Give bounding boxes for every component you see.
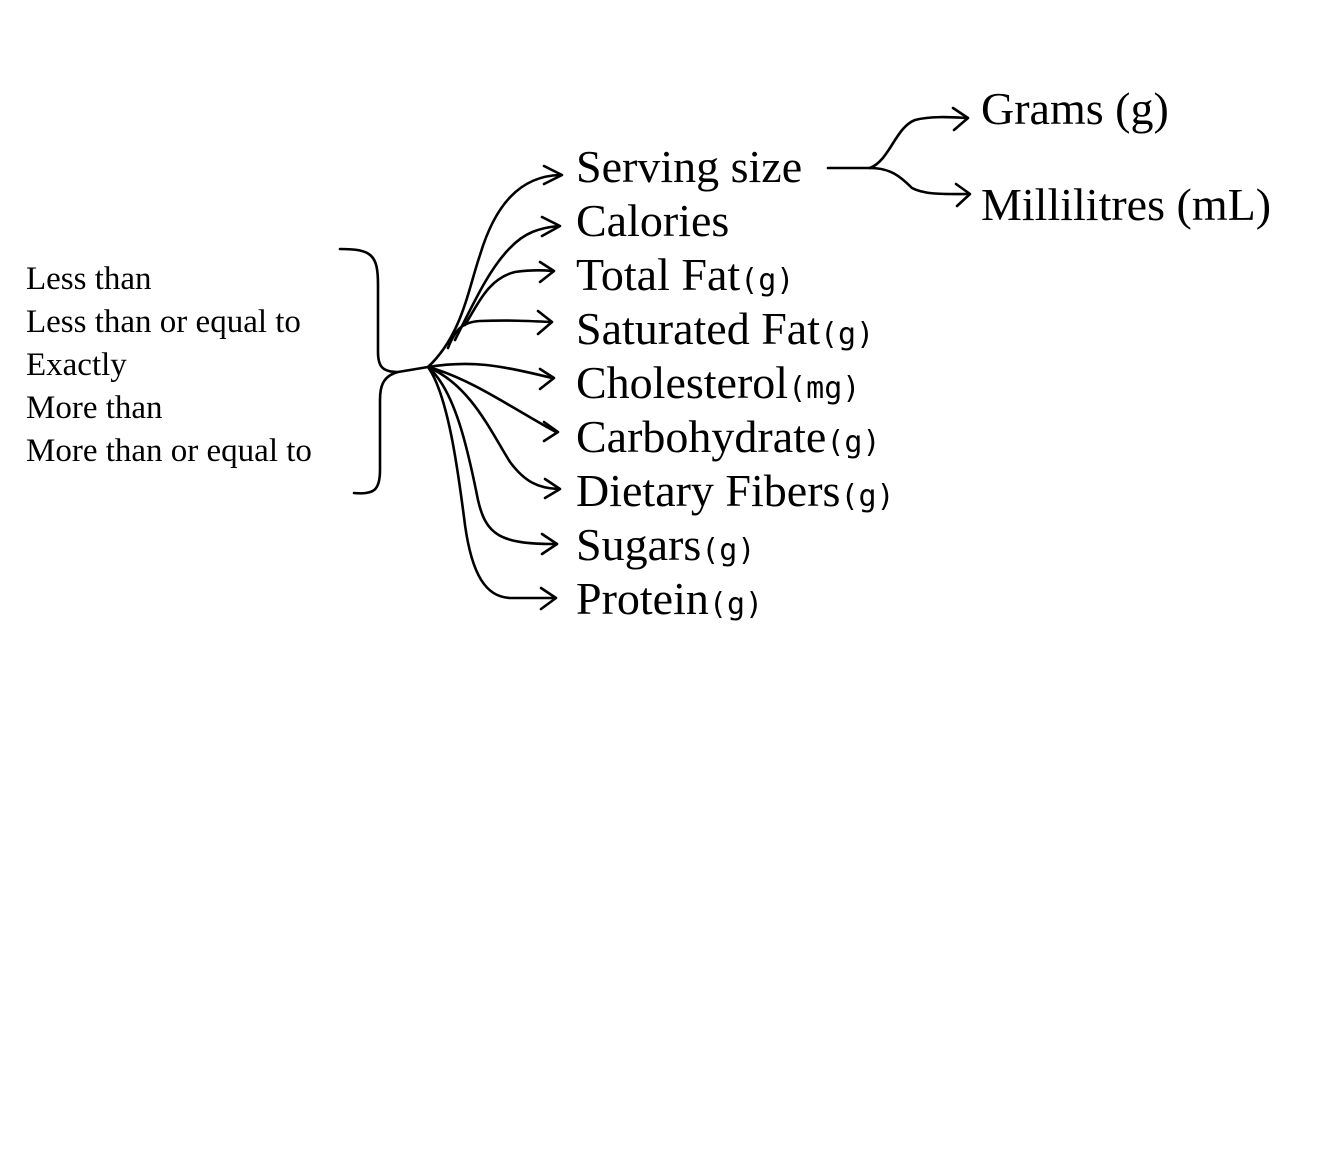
arrowhead-icon bbox=[538, 260, 556, 284]
nutrient-connectors bbox=[426, 173, 562, 600]
nutrient-label: Total Fat(g) bbox=[576, 249, 794, 300]
nutrient-label: Calories bbox=[576, 195, 729, 246]
arrowhead-icon bbox=[542, 164, 564, 186]
connector-serving-size bbox=[426, 173, 562, 369]
connector-calories bbox=[453, 224, 560, 342]
connector-cholesterol bbox=[426, 362, 554, 380]
connector-sugars bbox=[426, 365, 557, 546]
nutrient-unit: (g) bbox=[820, 317, 874, 352]
arrowhead-icon bbox=[543, 477, 562, 500]
nutrient-name: Saturated Fat bbox=[576, 303, 820, 354]
serving-unit-connectors bbox=[826, 106, 972, 208]
nutrient-unit: (g) bbox=[740, 263, 794, 298]
arrowhead-icon bbox=[540, 215, 562, 238]
arrowhead-icon bbox=[951, 106, 970, 132]
serving-unit-label: Grams (g) bbox=[981, 83, 1169, 134]
nutrient-label: Cholesterol(mg) bbox=[576, 357, 860, 408]
condition-label: Less than bbox=[26, 261, 152, 297]
condition-label: Exactly bbox=[26, 347, 127, 383]
connector-protein bbox=[426, 365, 556, 600]
nutrient-name: Calories bbox=[576, 195, 729, 246]
condition-label: More than or equal to bbox=[26, 433, 312, 469]
grouping-brace bbox=[338, 247, 430, 495]
arrowhead-icon bbox=[540, 532, 559, 556]
nutrient-unit: (g) bbox=[840, 479, 894, 514]
nutrient-unit: (mg) bbox=[788, 371, 860, 406]
arrowhead-icon bbox=[536, 309, 554, 336]
arrowhead-icon bbox=[538, 367, 556, 391]
connector-dietary-fibers bbox=[426, 365, 560, 491]
nutrient-label: Sugars(g) bbox=[576, 519, 755, 570]
nutrient-label: Dietary Fibers(g) bbox=[576, 465, 895, 516]
connector-total-fat bbox=[463, 269, 554, 327]
nutrient-name: Carbohydrate bbox=[576, 411, 826, 462]
nutrient-label: Protein(g) bbox=[576, 573, 763, 624]
nutrient-unit: (g) bbox=[709, 587, 763, 622]
nutrient-name: Dietary Fibers bbox=[576, 465, 840, 516]
nutrient-name: Cholesterol bbox=[576, 357, 788, 408]
nutrient-name: Sugars bbox=[576, 519, 701, 570]
nutrient-label: Serving size bbox=[576, 141, 802, 192]
nutrient-list: Serving size Calories Total Fat(g) Satur… bbox=[576, 141, 895, 624]
connector-saturated-fat bbox=[446, 319, 552, 350]
connector-grams bbox=[868, 115, 968, 170]
nutrient-name: Serving size bbox=[576, 141, 802, 192]
nutrient-label: Saturated Fat(g) bbox=[576, 303, 874, 354]
nutrient-unit: (g) bbox=[701, 533, 755, 568]
condition-list: Less than Less than or equal to Exactly … bbox=[26, 261, 312, 469]
condition-label: More than bbox=[26, 390, 163, 426]
nutrient-unit: (g) bbox=[826, 425, 880, 460]
nutrient-arrowheads bbox=[536, 164, 564, 611]
serving-unit-label: Millilitres (mL) bbox=[981, 179, 1271, 230]
arrowhead-icon bbox=[954, 182, 972, 208]
nutrient-name: Protein bbox=[576, 573, 709, 624]
condition-label: Less than or equal to bbox=[26, 304, 301, 340]
arrowhead-icon bbox=[542, 420, 560, 443]
nutrient-name: Total Fat bbox=[576, 249, 740, 300]
serving-unit-list: Grams (g) Millilitres (mL) bbox=[981, 83, 1271, 230]
connector-millilitres bbox=[868, 166, 970, 196]
nutrient-label: Carbohydrate(g) bbox=[576, 411, 881, 462]
connector-carbohydrate bbox=[426, 365, 558, 434]
arrowhead-icon bbox=[539, 586, 558, 611]
